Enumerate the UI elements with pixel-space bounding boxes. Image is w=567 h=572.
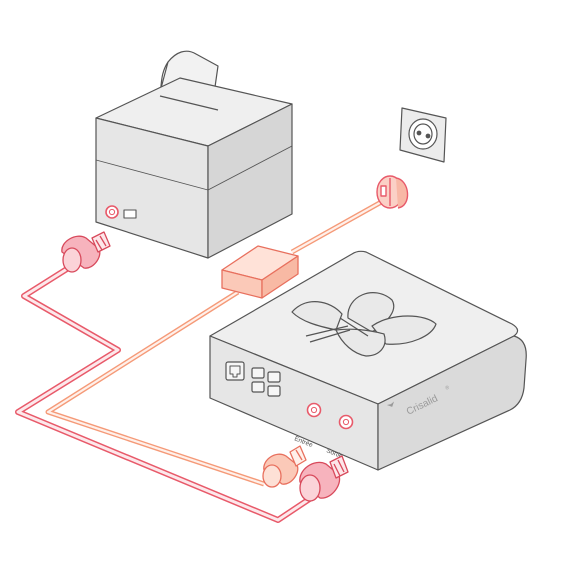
port-in [306, 402, 322, 418]
brand-trademark: ® [444, 384, 451, 392]
receipt-printer-icon [95, 50, 293, 259]
port-out [338, 414, 354, 430]
rj45-connector-icon [299, 455, 349, 502]
wall-outlet-icon [399, 107, 447, 163]
rj45-connector-icon [61, 231, 111, 273]
power-cable-orange [45, 193, 394, 487]
butterfly-logo-icon [291, 292, 437, 357]
ethernet-port-icon [225, 361, 245, 381]
power-adapter-icon [221, 245, 299, 299]
usb-ports-icon [251, 367, 281, 397]
brand-butterfly-icon [386, 401, 395, 407]
network-cable-red [15, 259, 322, 523]
rj45-connector-icon [262, 445, 307, 488]
power-plug-icon [376, 175, 409, 209]
